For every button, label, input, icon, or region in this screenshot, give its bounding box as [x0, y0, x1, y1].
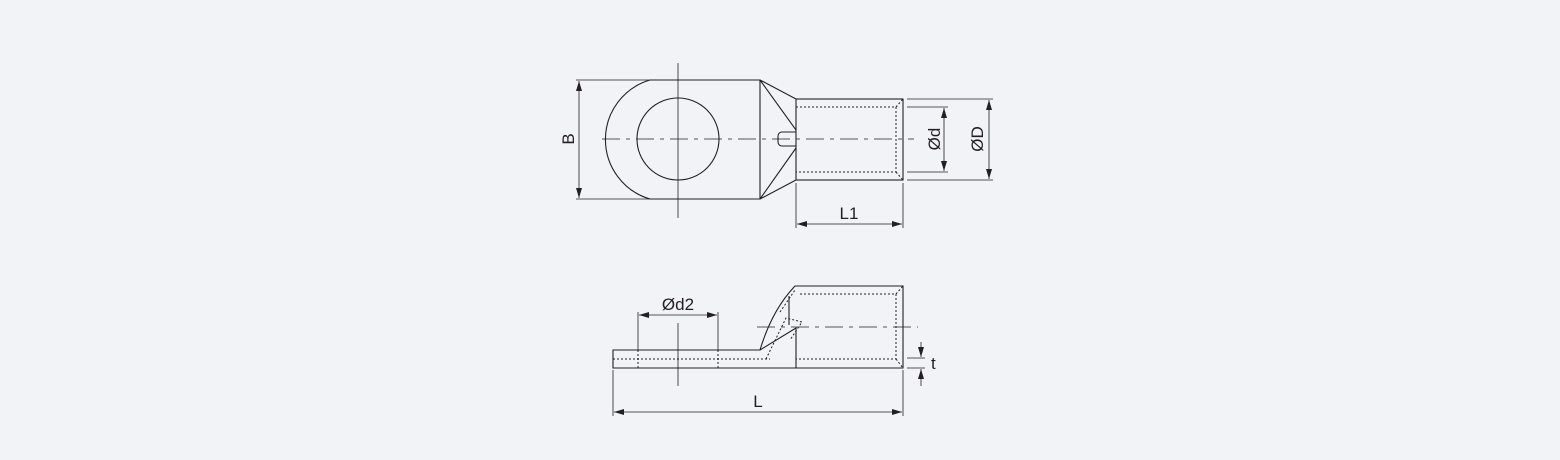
top-view: B Ød ØD L1	[559, 63, 993, 228]
label-l1: L1	[840, 204, 859, 223]
label-b: B	[559, 133, 578, 144]
label-l: L	[753, 392, 762, 411]
lug-palm-outline	[604, 79, 761, 200]
d2-extension-lines	[637, 312, 719, 350]
D-extension-lines	[907, 98, 993, 181]
transition-lines	[759, 79, 797, 200]
barrel-inner-bore	[796, 98, 904, 181]
label-d: Ød	[925, 128, 944, 151]
label-d2: Ød2	[662, 295, 694, 314]
b-extension-lines	[576, 79, 650, 200]
neck-lines	[759, 296, 797, 368]
l1-extension-lines	[795, 183, 904, 228]
side-view: Ød2 t L	[612, 285, 936, 416]
side-hidden-lines	[613, 285, 904, 369]
lug-side-outline	[612, 285, 904, 369]
label-t: t	[931, 354, 936, 373]
l-extension-lines	[612, 370, 904, 416]
barrel-outline	[795, 98, 904, 181]
label-D: ØD	[968, 126, 987, 152]
d-extension-lines	[907, 106, 948, 173]
t-extension-lines	[907, 357, 925, 369]
